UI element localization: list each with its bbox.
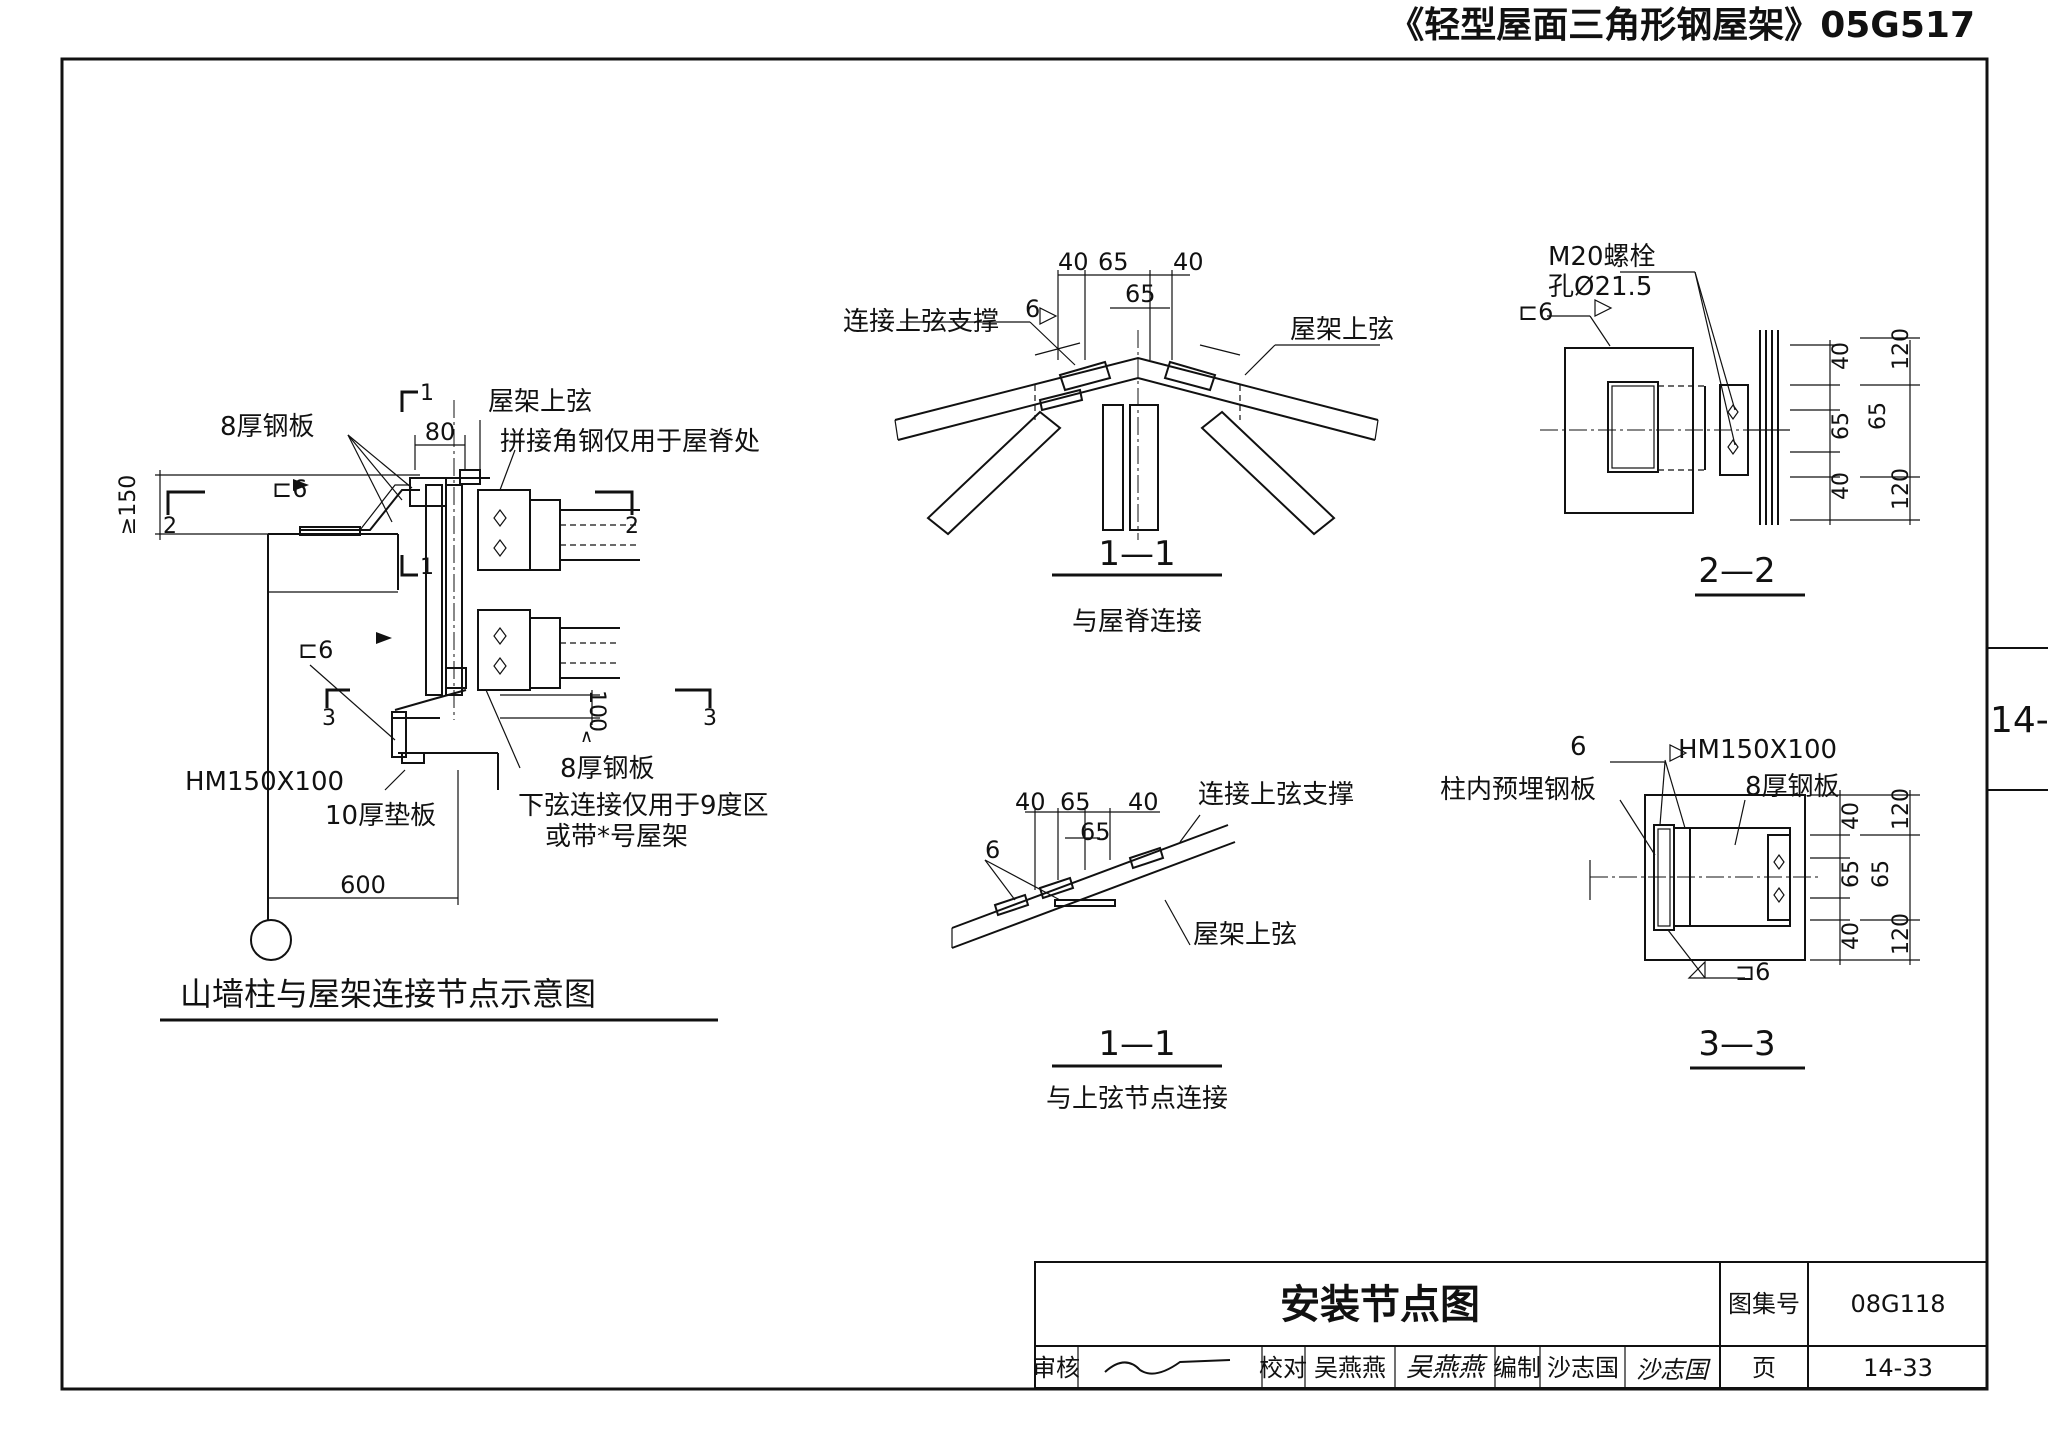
edit-label: 编制 <box>1493 1354 1541 1382</box>
plate8-bottom-label: 8厚钢板 <box>560 754 655 784</box>
s2-dim-outer-2: 120 <box>1889 468 1914 510</box>
chord-dim-2: 40 <box>1128 788 1159 816</box>
ridge-dim-inner: 65 <box>1125 280 1156 308</box>
s2-hole-label: 孔Ø21.5 <box>1548 272 1652 302</box>
s2-dim-inner-2: 40 <box>1829 472 1854 500</box>
atlas-value: 08G118 <box>1851 1290 1946 1318</box>
chord-weld: 6 <box>985 836 1000 864</box>
ridge-section-title: 1—1 <box>1098 534 1175 574</box>
edit-name: 沙志国 <box>1547 1354 1619 1382</box>
s2-dim-outer-1: 65 <box>1866 402 1891 430</box>
main-detail: 80 ≥150 600 100 ∧ 1 1 2 2 3 3 <box>116 381 718 1022</box>
s2-title: 2—2 <box>1698 551 1775 591</box>
cut-3-left: 3 <box>322 706 336 731</box>
dim-ge: ∧ <box>580 726 593 747</box>
section-2-2 <box>1540 271 1920 597</box>
section-1-chord <box>951 808 1236 1068</box>
main-detail-title: 山墙柱与屋架连接节点示意图 <box>180 975 596 1013</box>
s3-weld-bottom: ⊐6 <box>1735 958 1770 986</box>
header-title: 《轻型屋面三角形钢屋架》05G517 <box>1388 5 1975 46</box>
chord-chord-label: 屋架上弦 <box>1193 920 1297 950</box>
drawing-frame <box>60 57 1989 1391</box>
s3-weld-top: 6 <box>1570 732 1587 762</box>
s2-dim-outer-0: 120 <box>1889 328 1914 370</box>
chord-brace-label: 连接上弦支撑 <box>1198 780 1354 810</box>
s2-weld-label: ⊏6 <box>1518 298 1553 326</box>
edit-sign: 沙志国 <box>1636 1356 1711 1384</box>
chord-dim-1: 65 <box>1060 788 1091 816</box>
ridge-dim-1: 65 <box>1098 248 1129 276</box>
side-tab-label: 14- <box>1990 700 2048 741</box>
chord-dim-inner: 65 <box>1080 818 1111 846</box>
s3-title: 3—3 <box>1698 1024 1775 1064</box>
section-3-3 <box>1589 744 1920 1070</box>
side-tab: 14- <box>1987 647 2048 791</box>
lower-note-1: 下弦连接仅用于9度区 <box>518 791 769 821</box>
title-block <box>1034 1261 1988 1389</box>
ridge-dim-0: 40 <box>1058 248 1089 276</box>
s3-dim-outer-0: 120 <box>1889 788 1914 830</box>
cut-2-left: 2 <box>163 514 177 539</box>
atlas-label: 图集号 <box>1728 1290 1800 1318</box>
s3-dim-outer-2: 120 <box>1889 913 1914 955</box>
pad-label: 10厚垫板 <box>325 801 436 831</box>
ridge-weld: 6 <box>1025 295 1040 323</box>
dim-80: 80 <box>425 418 456 446</box>
s3-plate-label: 8厚钢板 <box>1745 772 1840 802</box>
dim-150: ≥150 <box>116 475 141 535</box>
dim-100: 100 <box>584 690 609 732</box>
page-label: 页 <box>1752 1354 1776 1382</box>
chord-section-title: 1—1 <box>1098 1024 1175 1064</box>
cut-2-right: 2 <box>625 514 639 539</box>
s2-dim-inner-1: 65 <box>1829 412 1854 440</box>
cut-1-top: 1 <box>420 381 434 406</box>
dim-600: 600 <box>340 871 386 899</box>
ridge-chord-label: 屋架上弦 <box>1290 315 1394 345</box>
proof-name: 吴燕燕 <box>1314 1354 1386 1382</box>
cut-1-bottom: 1 <box>420 555 434 580</box>
cut-3-right: 3 <box>703 706 717 731</box>
s3-dim-inner-0: 40 <box>1839 802 1864 830</box>
hm-section-label: HM150X100 <box>185 767 344 797</box>
drawing-title: 安装节点图 <box>1280 1282 1480 1328</box>
s2-dim-inner-0: 40 <box>1829 342 1854 370</box>
s3-hm-label: HM150X100 <box>1678 735 1837 765</box>
ridge-brace-label: 连接上弦支撑 <box>843 307 999 337</box>
check-label: 审核 <box>1032 1354 1080 1382</box>
proof-sign: 吴燕燕 <box>1406 1353 1488 1383</box>
upper-chord-label: 屋架上弦 <box>488 387 592 417</box>
s3-embed-label: 柱内预埋钢板 <box>1440 775 1596 805</box>
section-1-ridge <box>894 270 1380 577</box>
lower-note-2: 或带*号屋架 <box>545 822 688 852</box>
chord-section-subtitle: 与上弦节点连接 <box>1046 1084 1228 1114</box>
chord-dim-0: 40 <box>1015 788 1046 816</box>
ridge-dim-2: 40 <box>1173 248 1204 276</box>
splice-note-label: 拼接角钢仅用于屋脊处 <box>500 427 760 457</box>
ridge-section-subtitle: 与屋脊连接 <box>1072 607 1202 637</box>
plate8-top-label: 8厚钢板 <box>220 412 315 442</box>
proof-label: 校对 <box>1259 1354 1307 1382</box>
s3-dim-inner-2: 40 <box>1839 922 1864 950</box>
weld-bottom-label: ⊏6 <box>298 636 333 664</box>
s3-dim-outer-1: 65 <box>1869 860 1894 888</box>
s3-dim-inner-1: 65 <box>1839 860 1864 888</box>
s2-bolt-label: M20螺栓 <box>1548 242 1656 272</box>
weld-top-label: ⊏6 <box>272 475 307 503</box>
page-value: 14-33 <box>1863 1354 1933 1382</box>
